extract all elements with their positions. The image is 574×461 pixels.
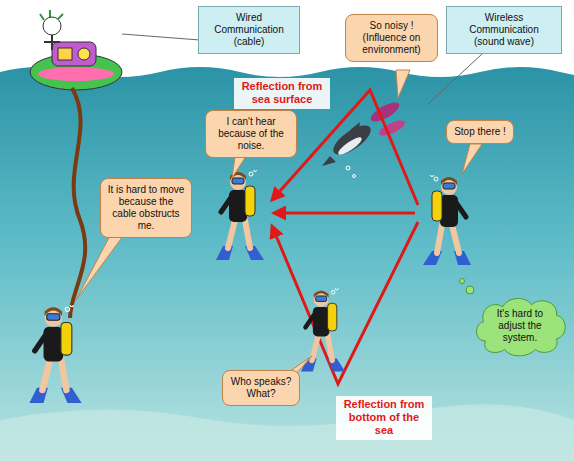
speech-bubble: So noisy ! (Influence on environment) bbox=[345, 14, 438, 62]
node-text: Reflection from bottom of the sea bbox=[340, 398, 428, 438]
sea-floor bbox=[0, 404, 574, 461]
node-text: It is hard to move because the cable obs… bbox=[106, 184, 186, 232]
boat-stripe bbox=[38, 67, 114, 81]
node-text: Reflection from sea surface bbox=[238, 80, 326, 106]
person-body bbox=[44, 35, 60, 50]
node-text: Who speaks? What? bbox=[228, 376, 294, 400]
cloud-tail bbox=[460, 279, 475, 295]
speech-bubble: Who speaks? What? bbox=[222, 370, 300, 406]
node-text: Wireless Communication (sound wave) bbox=[453, 12, 555, 48]
boat-cabin bbox=[52, 42, 96, 66]
air-bubble bbox=[346, 166, 350, 170]
diver bbox=[29, 303, 81, 403]
air-bubble bbox=[353, 175, 356, 178]
speech-bubble: It is hard to move because the cable obs… bbox=[100, 178, 192, 238]
cable bbox=[70, 88, 85, 318]
node-text: Wired Communication (cable) bbox=[205, 12, 293, 48]
red-annotation: Reflection from bottom of the sea bbox=[336, 396, 432, 440]
boat bbox=[30, 10, 122, 90]
dolphin bbox=[329, 120, 375, 160]
bottom-reflection-path bbox=[272, 222, 418, 384]
dolphin-fin bbox=[350, 122, 360, 136]
direct-path bbox=[274, 212, 415, 215]
dolphin-belly bbox=[336, 135, 364, 158]
boat-door bbox=[58, 48, 72, 60]
dolphins bbox=[322, 99, 407, 178]
bubble-tails bbox=[76, 70, 482, 378]
leader-line bbox=[428, 54, 482, 104]
thought-cloud: It's hard to adjust the system. bbox=[472, 294, 568, 358]
info-box: Wired Communication (cable) bbox=[198, 6, 300, 54]
red-annotation: Reflection from sea surface bbox=[234, 78, 330, 109]
bubble-tail bbox=[76, 232, 126, 300]
cloud-outline bbox=[477, 299, 566, 356]
node-text: Stop there ! bbox=[452, 126, 508, 138]
node-text: It's hard to adjust the system. bbox=[488, 308, 552, 344]
dolphin-tail bbox=[322, 156, 336, 166]
person-hair bbox=[40, 10, 63, 20]
boat-person bbox=[43, 17, 61, 35]
sea bbox=[0, 67, 574, 461]
bubble-tail bbox=[462, 144, 482, 174]
diver bbox=[423, 174, 471, 266]
boat-window bbox=[78, 48, 90, 60]
node-text: I can't hear because of the noise. bbox=[211, 116, 291, 152]
speech-bubble: Stop there ! bbox=[446, 120, 514, 144]
node-text: So noisy ! (Influence on environment) bbox=[351, 20, 432, 56]
cloud-dot bbox=[466, 286, 474, 294]
cloud-dot bbox=[460, 279, 465, 284]
leader-line bbox=[122, 34, 200, 40]
info-box: Wireless Communication (sound wave) bbox=[446, 6, 562, 54]
speech-bubble: I can't hear because of the noise. bbox=[205, 110, 297, 158]
bubble-tail bbox=[396, 70, 410, 98]
diver bbox=[216, 169, 264, 261]
